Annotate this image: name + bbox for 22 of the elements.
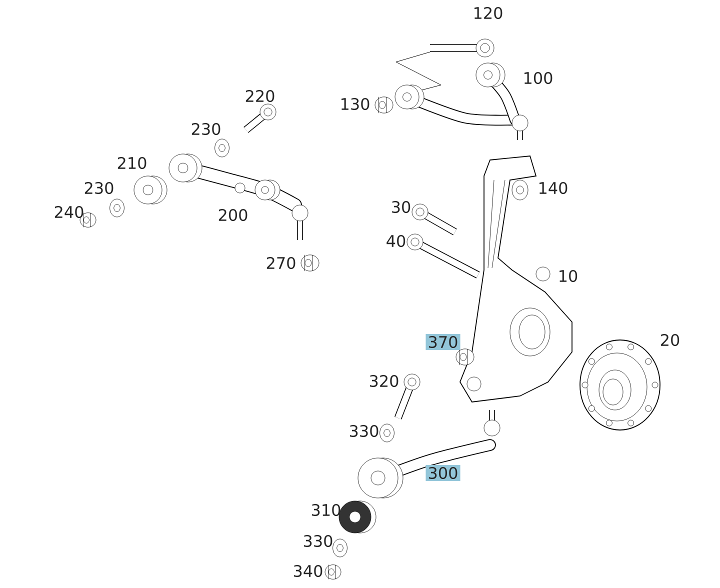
callout-number: 320 <box>370 374 398 388</box>
callout-number: 30 <box>392 200 410 214</box>
callout-number: 220 <box>246 90 274 102</box>
callout-number: 370 <box>426 334 460 350</box>
callout-number: 230 <box>192 122 220 136</box>
callout-number: 330 <box>304 534 332 548</box>
callout-number: 210 <box>118 156 146 170</box>
callout-number: 240 <box>54 206 84 218</box>
callout-number: 200 <box>218 208 248 222</box>
callout-number: 100 <box>524 72 552 84</box>
callout-number: 120 <box>474 6 502 20</box>
callout-number: 140 <box>540 182 568 194</box>
callout-number: 10 <box>560 270 578 282</box>
callout-number: 130 <box>342 98 370 110</box>
callout-number: 340 <box>294 564 322 578</box>
callout-number: 40 <box>386 234 406 248</box>
callout-number: 300 <box>426 464 460 482</box>
callout-number: 330 <box>350 424 378 438</box>
callout-number: 310 <box>312 504 340 516</box>
callout-number: 270 <box>266 256 296 270</box>
callout-number: 230 <box>84 182 114 194</box>
callout-number: 20 <box>661 334 680 346</box>
